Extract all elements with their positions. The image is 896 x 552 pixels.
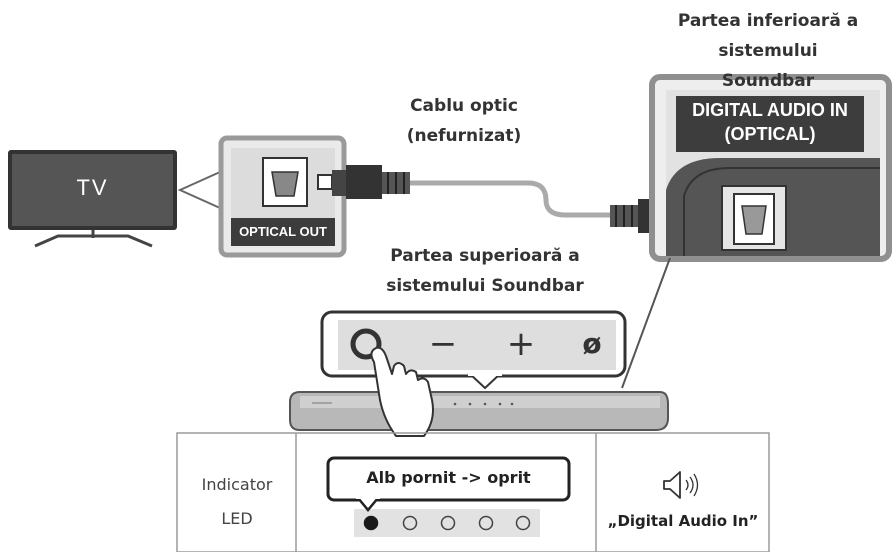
tv-illustration: [8, 150, 177, 248]
cable-label-line1: Cablu optic: [410, 96, 518, 116]
cable-label: Cablu optic (nefurnizat): [380, 91, 548, 151]
soundbar-port-box: [649, 74, 892, 262]
led-status-text: Alb pornit -> oprit: [366, 468, 531, 487]
soundbar-bottom-label-line2: Soundbar: [721, 71, 815, 91]
indicator-label-line1: Indicator: [201, 475, 273, 494]
digital-audio-in-line1: DIGITAL AUDIO IN: [692, 100, 848, 120]
callout-line: [621, 257, 671, 389]
led-indicators: [363, 515, 531, 531]
led-4: [478, 515, 494, 531]
cable-label-line2: (nefurnizat): [406, 126, 522, 146]
indicator-label-line2: LED: [221, 509, 253, 528]
hand-pointer-icon: [370, 346, 434, 437]
soundbar-top-label: Partea superioară a sistemului Soundbar: [370, 241, 600, 301]
optical-cable: [317, 165, 705, 233]
soundbar-top-label-line2: sistemului Soundbar: [386, 276, 584, 296]
power-button-icon[interactable]: [350, 328, 382, 360]
optical-out-label: OPTICAL OUT: [239, 224, 327, 239]
led-2: [402, 515, 418, 531]
soundbar-bottom-label: Partea inferioară a sistemului Soundbar: [640, 6, 896, 96]
tv-label: TV: [76, 175, 109, 200]
soundbar-illustration: [289, 391, 669, 431]
tv-optical-port-box: [218, 135, 347, 258]
led-5: [515, 515, 531, 531]
indicator-led-label: Indicator LED: [178, 468, 296, 536]
led-1: [363, 515, 379, 531]
led-3: [440, 515, 456, 531]
digital-audio-in-status-text: „Digital Audio In”: [607, 512, 759, 530]
tv-callout-pointer: [177, 170, 221, 210]
digital-audio-in-label: DIGITAL AUDIO IN (OPTICAL): [676, 98, 864, 146]
mute-button[interactable]: ø: [582, 327, 602, 360]
soundbar-bottom-label-line1: Partea inferioară a sistemului: [677, 11, 859, 61]
volume-down-button[interactable]: −: [428, 324, 458, 364]
speaker-voice-icon: [663, 471, 699, 499]
status-table: [176, 432, 770, 552]
soundbar-top-label-line1: Partea superioară a: [390, 246, 580, 266]
digital-audio-in-line2: (OPTICAL): [724, 124, 816, 144]
volume-up-button[interactable]: +: [506, 324, 536, 364]
